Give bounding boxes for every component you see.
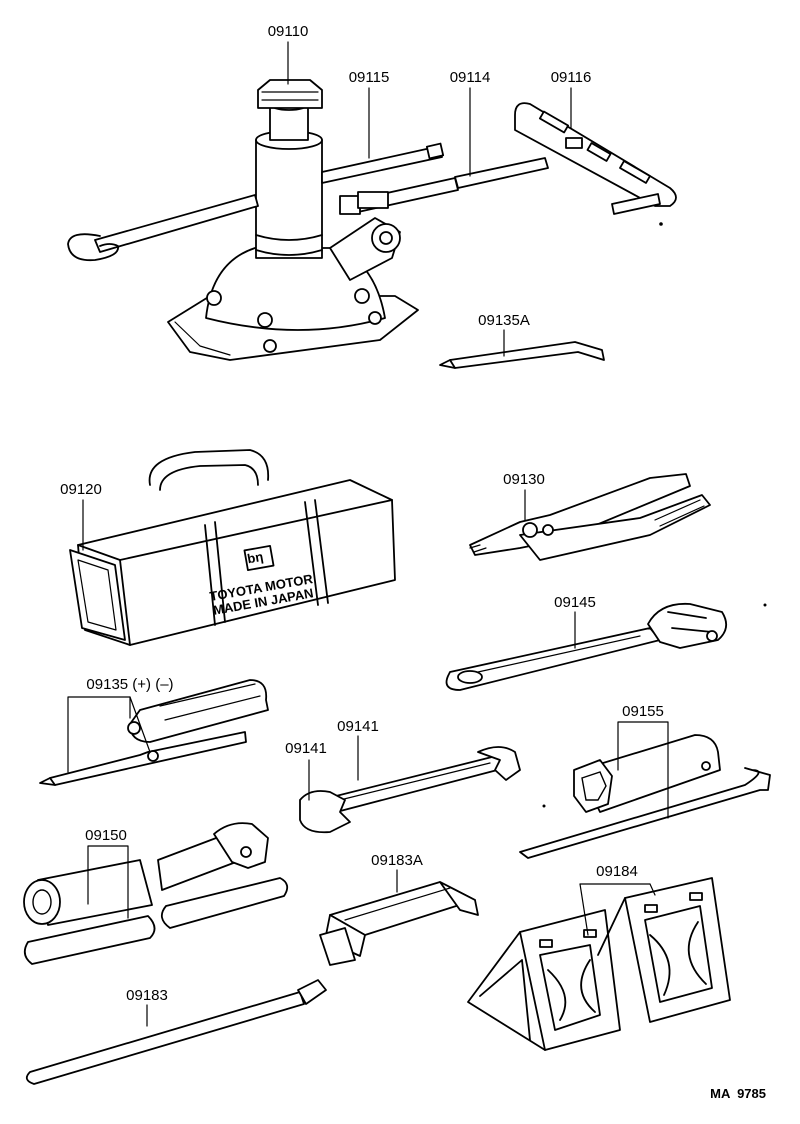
socket-wrench-09150 xyxy=(23,822,289,965)
drawing-code: MA 9785 xyxy=(710,1086,766,1101)
jack-09110 xyxy=(167,79,419,361)
label-09120: 09120 xyxy=(60,481,102,498)
jack-handle-09115 xyxy=(67,142,445,262)
label-09135a: 09135A xyxy=(478,312,530,329)
label-09130: 09130 xyxy=(503,471,545,488)
wheel-chocks-09184 xyxy=(467,877,731,1051)
adjustable-wrench-09145 xyxy=(445,602,767,691)
label-09114: 09114 xyxy=(450,69,491,86)
label-09184: 09184 xyxy=(596,863,638,880)
screwdriver-09135a xyxy=(439,341,605,369)
towing-hook-09183a xyxy=(319,881,479,966)
wheel-nut-wrench-09155 xyxy=(519,734,771,859)
label-09141-upper: 09141 xyxy=(337,718,379,735)
open-end-wrench-09141 xyxy=(299,746,521,834)
label-09141-lower: 09141 xyxy=(285,740,327,757)
label-09115: 09115 xyxy=(349,69,390,86)
label-09183a: 09183A xyxy=(371,852,423,869)
label-09116: 09116 xyxy=(551,69,592,86)
tool-bag-09120: bη TOYOTA MOTOR MADE IN JAPAN xyxy=(69,449,396,646)
screwdriver-09135 xyxy=(39,679,269,786)
leader-lines xyxy=(67,41,669,1027)
svg-text:bη: bη xyxy=(246,549,264,567)
label-09135: 09135 (+) (–) xyxy=(86,676,173,693)
extension-bar-09114 xyxy=(339,157,549,215)
label-09150: 09150 xyxy=(85,827,127,844)
bar-09183 xyxy=(25,979,327,1085)
part-labels: 09110 09115 09114 09116 09135A 09120 091… xyxy=(60,23,766,1101)
label-09145: 09145 xyxy=(554,594,596,611)
label-09110: 09110 xyxy=(268,23,309,40)
wing-handle-09116 xyxy=(514,102,677,226)
label-09155: 09155 xyxy=(622,703,664,720)
label-09183: 09183 xyxy=(126,987,168,1004)
pliers-09130 xyxy=(469,473,711,561)
